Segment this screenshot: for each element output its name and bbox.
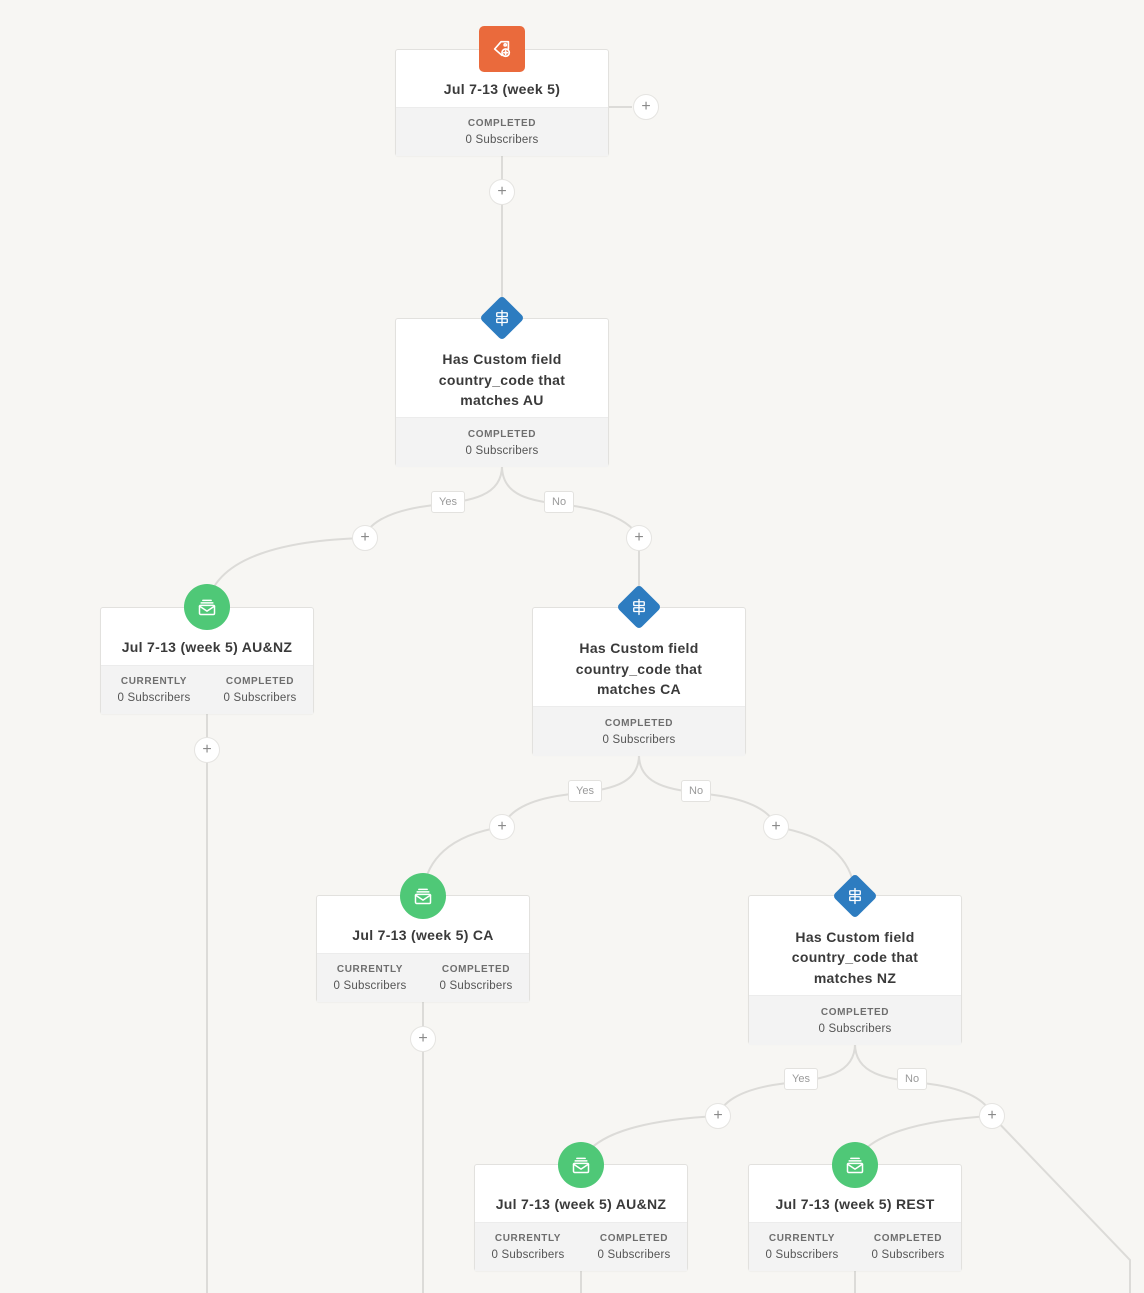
add-step-button[interactable]: + [705,1103,731,1129]
stat-value: 0 Subscribers [491,1249,565,1261]
stat-value: 0 Subscribers [439,980,513,992]
email-rest-card[interactable]: Jul 7-13 (week 5) REST CURRENTLY 0 Subsc… [748,1164,962,1271]
stat-label: CURRENTLY [768,1233,836,1244]
envelope-icon [184,584,230,630]
completed-stat: COMPLETED 0 Subscribers [872,1233,945,1261]
add-step-button[interactable]: + [763,814,789,840]
email-rest-stats: CURRENTLY 0 Subscribers COMPLETED 0 Subs… [749,1222,961,1271]
connector-nz-yes [580,1043,856,1165]
add-step-button[interactable]: + [410,1026,436,1052]
stat-value: 0 Subscribers [465,134,539,146]
stat-value: 0 Subscribers [602,733,676,746]
email-aunz-stats: CURRENTLY 0 Subscribers COMPLETED 0 Subs… [475,1222,687,1271]
stat-value: 0 Subscribers [765,1249,839,1261]
email-ca-title: Jul 7-13 (week 5) CA [352,927,494,944]
completed-stat: COMPLETED 0 Subscribers [603,718,676,746]
add-step-button[interactable]: + [626,525,652,551]
branch-label-no: No [544,491,575,513]
condition-au-title: Has Custom field country_code that match… [438,351,566,409]
stat-label: CURRENTLY [494,1233,562,1244]
stat-label: COMPLETED [441,964,511,975]
email-aunz-stats: CURRENTLY 0 Subscribers COMPLETED 0 Subs… [101,665,313,714]
envelope-icon [832,1142,878,1188]
stat-value: 0 Subscribers [871,1249,945,1261]
email-aunz-title: Jul 7-13 (week 5) AU&NZ [495,1196,667,1213]
email-ca-card[interactable]: Jul 7-13 (week 5) CA CURRENTLY 0 Subscri… [316,895,530,1002]
condition-nz-stats: COMPLETED 0 Subscribers [749,995,961,1045]
condition-nz-card[interactable]: Has Custom field country_code that match… [748,895,962,1045]
condition-ca-card[interactable]: Has Custom field country_code that match… [532,607,746,756]
branch-label-yes: Yes [568,780,602,802]
stat-label: COMPLETED [225,676,295,687]
signpost-icon [616,584,662,630]
branch-label-yes: Yes [784,1068,818,1090]
stat-label: COMPLETED [873,1233,943,1244]
trigger-stats: COMPLETED 0 Subscribers [396,107,608,156]
condition-ca-title: Has Custom field country_code that match… [575,640,703,698]
stat-value: 0 Subscribers [333,980,407,992]
stat-label: CURRENTLY [120,676,188,687]
add-step-button[interactable]: + [633,94,659,120]
stat-label: COMPLETED [820,1006,890,1018]
stat-value: 0 Subscribers [117,692,191,704]
add-step-button[interactable]: + [352,525,378,551]
stat-value: 0 Subscribers [465,444,539,457]
trigger-title: Jul 7-13 (week 5) [443,81,561,98]
stat-value: 0 Subscribers [597,1249,671,1261]
stat-label: COMPLETED [467,428,537,440]
stat-label: CURRENTLY [336,964,404,975]
stat-label: COMPLETED [604,717,674,729]
email-rest-title: Jul 7-13 (week 5) REST [775,1196,935,1213]
connector-nz-no [854,1043,994,1165]
stat-value: 0 Subscribers [223,692,297,704]
email-ca-stats: CURRENTLY 0 Subscribers COMPLETED 0 Subs… [317,953,529,1002]
completed-stat: COMPLETED 0 Subscribers [440,964,513,992]
signpost-icon [832,873,878,919]
completed-stat: COMPLETED 0 Subscribers [598,1233,671,1261]
connector-nz-no-continue [991,1115,1131,1293]
add-step-button[interactable]: + [194,737,220,763]
completed-stat: COMPLETED 0 Subscribers [819,1007,892,1035]
envelope-icon [558,1142,604,1188]
branch-label-no: No [897,1068,928,1090]
branch-label-no: No [681,780,712,802]
stat-label: COMPLETED [599,1233,669,1244]
condition-nz-title: Has Custom field country_code that match… [791,928,919,986]
stat-value: 0 Subscribers [818,1022,892,1035]
add-step-button[interactable]: + [489,814,515,840]
currently-stat: CURRENTLY 0 Subscribers [492,1233,565,1261]
completed-stat: COMPLETED 0 Subscribers [466,118,539,146]
branch-label-yes: Yes [431,491,465,513]
add-step-button[interactable]: + [979,1103,1005,1129]
tag-plus-icon [479,26,525,72]
condition-au-card[interactable]: Has Custom field country_code that match… [395,318,609,467]
email-aunz-card[interactable]: Jul 7-13 (week 5) AU&NZ CURRENTLY 0 Subs… [474,1164,688,1271]
completed-stat: COMPLETED 0 Subscribers [224,676,297,704]
stat-label: COMPLETED [467,118,537,129]
add-step-button[interactable]: + [489,179,515,205]
email-aunz-title: Jul 7-13 (week 5) AU&NZ [121,639,293,656]
currently-stat: CURRENTLY 0 Subscribers [334,964,407,992]
completed-stat: COMPLETED 0 Subscribers [466,429,539,457]
currently-stat: CURRENTLY 0 Subscribers [118,676,191,704]
envelope-icon [400,873,446,919]
condition-au-stats: COMPLETED 0 Subscribers [396,417,608,467]
trigger-card[interactable]: Jul 7-13 (week 5) COMPLETED 0 Subscriber… [395,49,609,156]
signpost-icon [479,295,525,341]
currently-stat: CURRENTLY 0 Subscribers [766,1233,839,1261]
connector-ca-yes [422,754,640,896]
condition-ca-stats: COMPLETED 0 Subscribers [533,706,745,756]
connector-ca-no [638,754,856,896]
